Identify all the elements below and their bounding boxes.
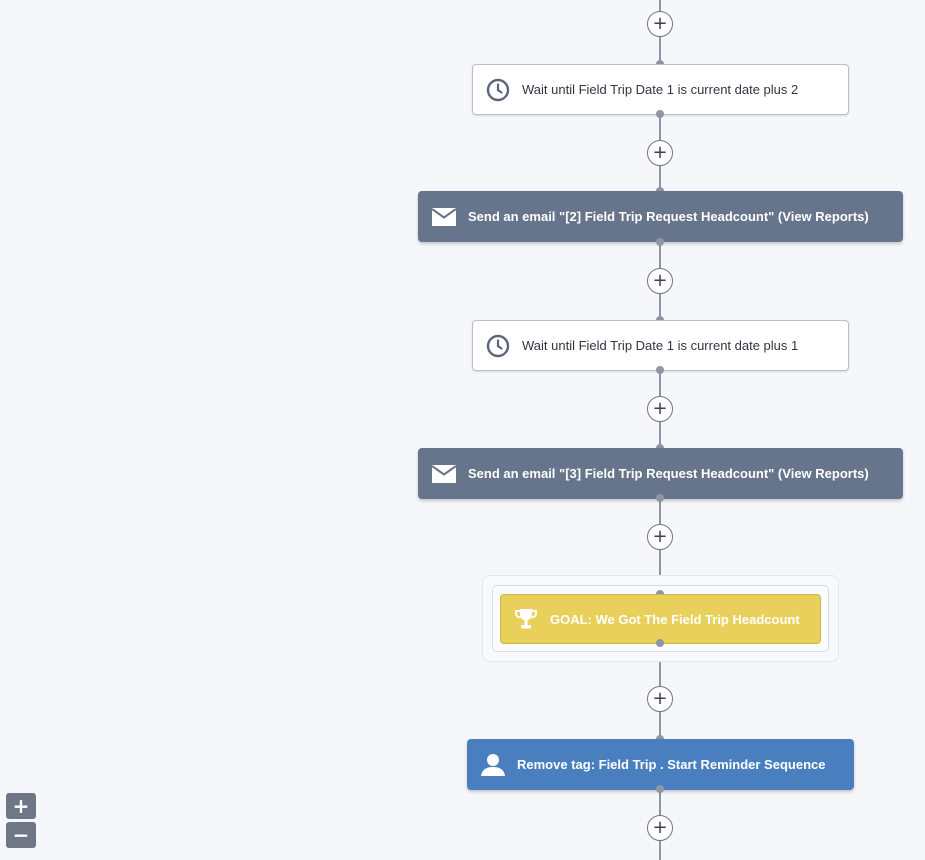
- connector-dot: [656, 494, 664, 502]
- wait-step-label: Wait until Field Trip Date 1 is current …: [522, 82, 799, 97]
- connector-line: [659, 0, 661, 860]
- send-email-step[interactable]: Send an email "[3] Field Trip Request He…: [418, 448, 903, 499]
- wait-step[interactable]: Wait until Field Trip Date 1 is current …: [472, 320, 849, 371]
- wait-step-label: Wait until Field Trip Date 1 is current …: [522, 338, 799, 353]
- envelope-icon: [432, 464, 456, 483]
- zoom-out-icon: −: [12, 823, 30, 847]
- zoom-in-icon: +: [12, 794, 30, 818]
- plus-icon: +: [652, 687, 668, 709]
- goal-step-label: GOAL: We Got The Field Trip Headcount: [550, 611, 800, 627]
- add-step-button[interactable]: +: [647, 524, 673, 550]
- plus-icon: +: [652, 816, 668, 838]
- add-step-button[interactable]: +: [647, 396, 673, 422]
- plus-icon: +: [652, 12, 668, 34]
- plus-icon: +: [652, 141, 668, 163]
- zoom-in-button[interactable]: +: [6, 793, 36, 819]
- remove-tag-step[interactable]: Remove tag: Field Trip . Start Reminder …: [467, 739, 854, 790]
- add-step-button[interactable]: +: [647, 140, 673, 166]
- clock-icon: [486, 334, 510, 358]
- clock-icon: [486, 78, 510, 102]
- connector-dot: [656, 238, 664, 246]
- zoom-out-button[interactable]: −: [6, 822, 36, 848]
- plus-icon: +: [652, 397, 668, 419]
- connector-dot: [656, 366, 664, 374]
- add-step-button[interactable]: +: [647, 686, 673, 712]
- envelope-icon: [432, 207, 456, 226]
- wait-step[interactable]: Wait until Field Trip Date 1 is current …: [472, 64, 849, 115]
- plus-icon: +: [652, 269, 668, 291]
- add-step-button[interactable]: +: [647, 268, 673, 294]
- connector-dot: [656, 639, 664, 647]
- add-step-button[interactable]: +: [647, 11, 673, 37]
- connector-dot: [656, 785, 664, 793]
- trophy-icon: [514, 608, 538, 630]
- connector-dot: [656, 110, 664, 118]
- goal-step[interactable]: GOAL: We Got The Field Trip Headcount: [500, 594, 821, 644]
- add-step-button[interactable]: +: [647, 815, 673, 841]
- send-email-step[interactable]: Send an email "[2] Field Trip Request He…: [418, 191, 903, 242]
- plus-icon: +: [652, 525, 668, 547]
- user-icon: [480, 753, 506, 777]
- send-email-step-label: Send an email "[2] Field Trip Request He…: [468, 209, 869, 224]
- remove-tag-step-label: Remove tag: Field Trip . Start Reminder …: [517, 757, 826, 772]
- send-email-step-label: Send an email "[3] Field Trip Request He…: [468, 466, 869, 481]
